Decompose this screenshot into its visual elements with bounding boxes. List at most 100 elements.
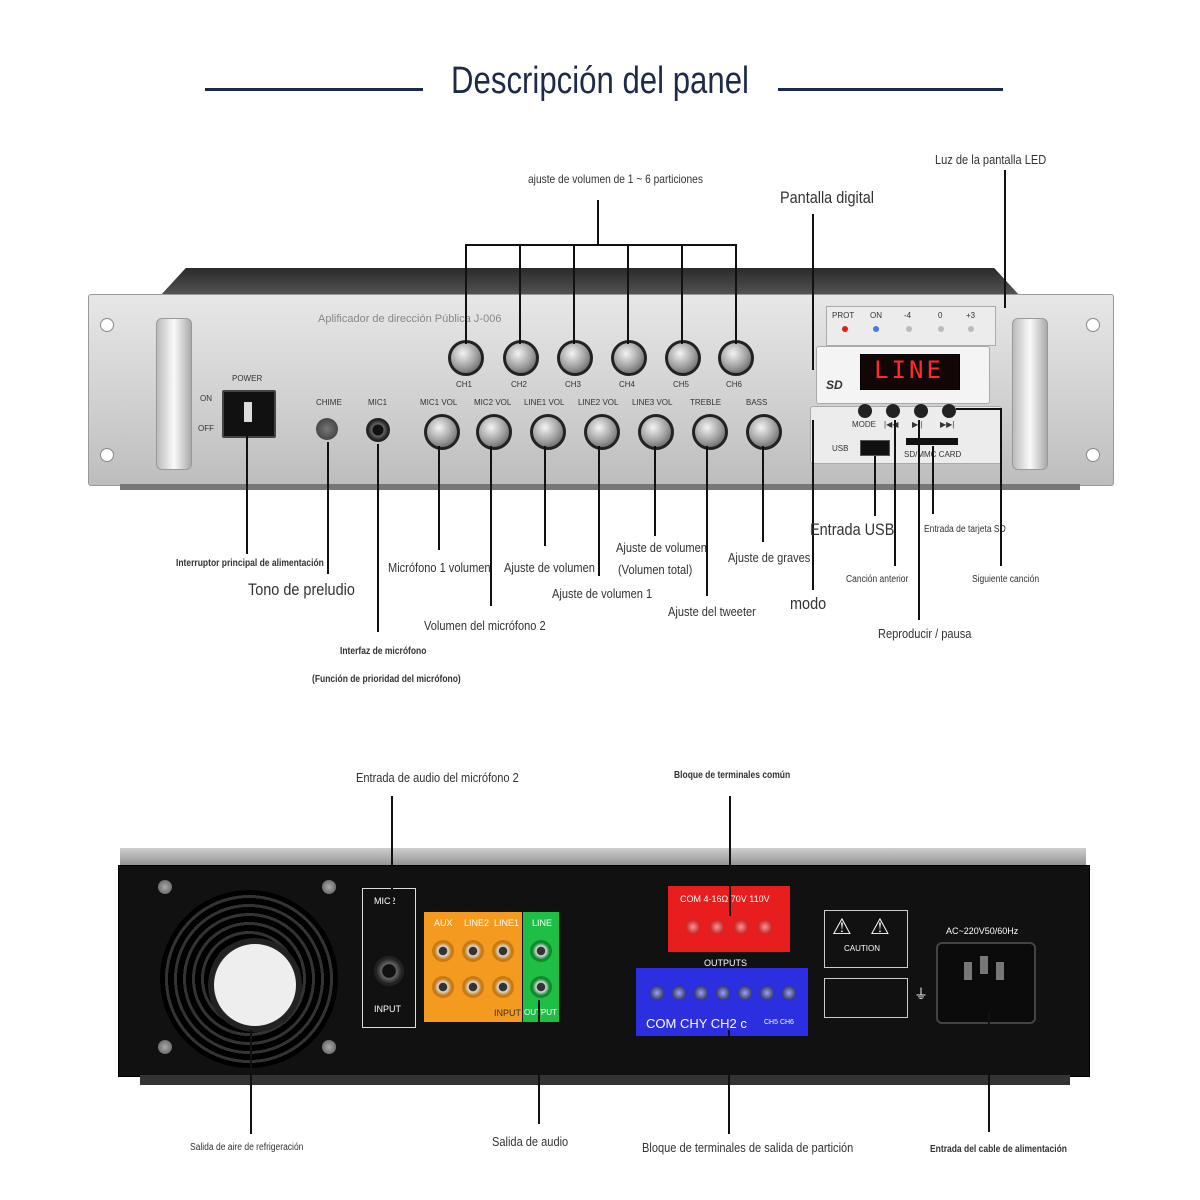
front-panel-base bbox=[120, 484, 1080, 490]
zone-knob-ch4[interactable] bbox=[611, 340, 647, 376]
zone-knob-ch3[interactable] bbox=[557, 340, 593, 376]
aux-jack[interactable] bbox=[432, 940, 454, 962]
zone-label-ch5: CH5 bbox=[673, 380, 690, 389]
leader-line bbox=[932, 446, 934, 514]
prev-button[interactable] bbox=[886, 404, 900, 418]
mic1-jack[interactable] bbox=[366, 418, 390, 442]
label-audio-out: Salida de audio bbox=[492, 1134, 569, 1149]
aux-jack[interactable] bbox=[432, 976, 454, 998]
zone-knob-ch2[interactable] bbox=[503, 340, 539, 376]
leader-line bbox=[519, 244, 521, 344]
control-label-bass: BASS bbox=[746, 398, 768, 407]
label-mic-interface: Interfaz de micrófono bbox=[340, 646, 427, 657]
next-button[interactable] bbox=[942, 404, 956, 418]
label-sd-input: Entrada de tarjeta SD bbox=[924, 524, 1006, 535]
lcd-screen bbox=[860, 354, 960, 390]
leader-line bbox=[728, 1030, 730, 1134]
lcd-text: LINE bbox=[874, 356, 944, 384]
leader-line bbox=[874, 456, 876, 516]
line3-vol-knob[interactable] bbox=[638, 414, 674, 450]
leader-line bbox=[598, 446, 600, 576]
terminal-screw bbox=[760, 986, 774, 1000]
label-volume-adjust: Ajuste de volumen bbox=[504, 560, 595, 575]
terminal-screw bbox=[672, 986, 686, 1000]
label-volume-total: Ajuste de volumen bbox=[616, 540, 707, 555]
leader-line bbox=[246, 436, 248, 554]
prot-led bbox=[842, 326, 848, 332]
rear-mic2-label: MIC2 bbox=[374, 896, 396, 906]
chime-button[interactable] bbox=[316, 418, 338, 440]
label-volume-adjust-1: Ajuste de volumen 1 bbox=[552, 586, 653, 601]
leader-line bbox=[490, 446, 492, 606]
title-line-left bbox=[205, 88, 423, 91]
off-label: OFF bbox=[198, 424, 214, 433]
mic2-jack[interactable] bbox=[374, 956, 404, 986]
brand-label: Aplificador de dirección Pública J-006 bbox=[318, 313, 502, 325]
zone-knob-ch6[interactable] bbox=[718, 340, 754, 376]
aux-line-input-panel bbox=[424, 912, 522, 1022]
leader-line bbox=[627, 244, 629, 344]
usb-port[interactable] bbox=[860, 440, 890, 456]
label-bass: Ajuste de graves bbox=[728, 550, 811, 565]
bass-knob[interactable] bbox=[746, 414, 782, 450]
line2-jack[interactable] bbox=[462, 976, 484, 998]
rear-panel-base bbox=[140, 1075, 1070, 1085]
rear-caution-label: CAUTION bbox=[844, 944, 880, 953]
page-title: Descripción del panel bbox=[451, 60, 749, 102]
line1-jack[interactable] bbox=[492, 940, 514, 962]
led-label-plus3: +3 bbox=[966, 311, 976, 320]
warning-icon: ⚠ bbox=[870, 914, 890, 939]
leader-line bbox=[956, 408, 1002, 410]
mic2-vol-knob[interactable] bbox=[476, 414, 512, 450]
play-pause-button[interactable] bbox=[914, 404, 928, 418]
zone-knob-ch5[interactable] bbox=[665, 340, 701, 376]
led-label-minus4: -4 bbox=[904, 311, 912, 320]
leader-line bbox=[918, 420, 920, 620]
screw bbox=[158, 1040, 172, 1054]
terminal-screw bbox=[686, 920, 700, 934]
led-label-prot: PROT bbox=[832, 311, 855, 320]
mic1-vol-knob[interactable] bbox=[424, 414, 460, 450]
label-next-song: Siguiente canción bbox=[972, 574, 1040, 585]
leader-line bbox=[544, 446, 546, 546]
control-label-line2-vol: LINE2 VOL bbox=[578, 398, 619, 407]
leader-line bbox=[391, 796, 393, 946]
label-zone-terminal: Bloque de terminales de salida de partic… bbox=[642, 1140, 854, 1155]
right-handle bbox=[1012, 318, 1048, 470]
zone-knob-ch1[interactable] bbox=[448, 340, 484, 376]
zone-label-ch6: CH6 bbox=[726, 380, 743, 389]
level-led bbox=[938, 326, 944, 332]
power-socket[interactable] bbox=[936, 942, 1036, 1024]
line1-vol-knob[interactable] bbox=[530, 414, 566, 450]
terminal-screw bbox=[710, 920, 724, 934]
power-switch[interactable] bbox=[222, 390, 276, 438]
leader-line bbox=[729, 796, 731, 916]
zone-label-ch2: CH2 bbox=[511, 380, 528, 389]
terminal-screw bbox=[694, 986, 708, 1000]
leader-line bbox=[250, 1030, 252, 1134]
line-out-jack[interactable] bbox=[530, 976, 552, 998]
mode-label: MODE bbox=[852, 420, 876, 429]
leader-line bbox=[597, 200, 599, 244]
control-label-line3-vol: LINE3 VOL bbox=[632, 398, 673, 407]
control-label-line1-vol: LINE1 VOL bbox=[524, 398, 565, 407]
zone-label-ch3: CH3 bbox=[565, 380, 582, 389]
control-label-mic2-vol: MIC2 VOL bbox=[474, 398, 512, 407]
rear-com-header: COM 4-16Ω 70V 110V bbox=[680, 894, 770, 904]
zone-label-ch4: CH4 bbox=[619, 380, 636, 389]
label-prev-song: Canción anterior bbox=[846, 574, 909, 585]
treble-knob[interactable] bbox=[692, 414, 728, 450]
line-out-jack[interactable] bbox=[530, 940, 552, 962]
warning-label bbox=[824, 910, 908, 968]
label-power-cable: Entrada del cable de alimentación bbox=[930, 1144, 1067, 1155]
line2-jack[interactable] bbox=[462, 940, 484, 962]
zone-terminal-block[interactable] bbox=[636, 968, 808, 1036]
leader-line bbox=[894, 420, 896, 566]
line2-vol-knob[interactable] bbox=[584, 414, 620, 450]
sd-card-slot[interactable] bbox=[906, 438, 958, 445]
line1-jack[interactable] bbox=[492, 976, 514, 998]
on-label: ON bbox=[200, 394, 212, 403]
screw bbox=[322, 1040, 336, 1054]
ground-icon: ⏚ bbox=[914, 986, 928, 1002]
mode-button[interactable] bbox=[858, 404, 872, 418]
